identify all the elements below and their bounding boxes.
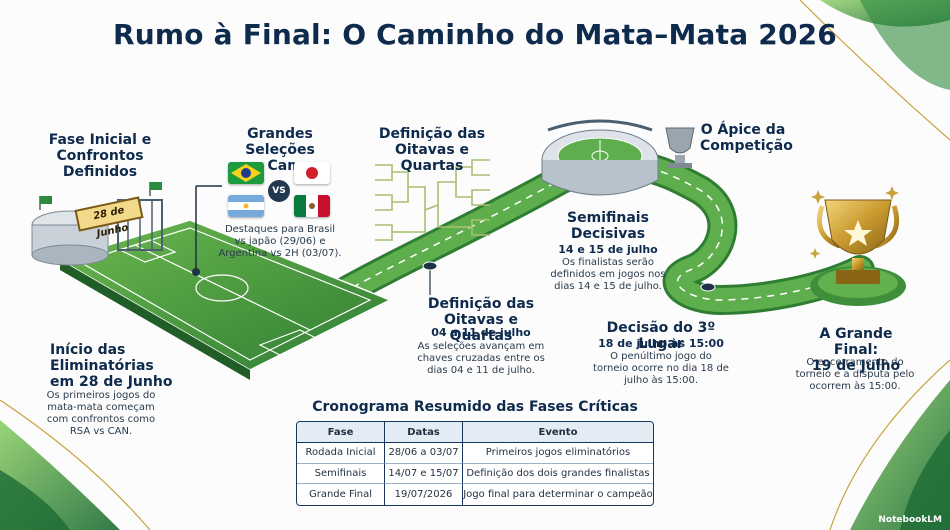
table-cell: Definição dos dois grandes finalistas [463, 464, 653, 484]
mexico-flag-icon [294, 195, 330, 217]
stage-semifinais-desc: Os finalistas serão definidos em jogos n… [550, 257, 666, 292]
stage-grandes-selecoes-desc: Destaques para Brasil vs japão (29/06) e… [218, 224, 342, 259]
stage-semifinais-date: 14 e 15 de julho [558, 243, 658, 256]
stage-inicio-heading: Início das Eliminatórias em 28 de Junho [50, 342, 173, 390]
stage-definicao-desc: As seleções avançam em chaves cruzadas e… [417, 341, 545, 376]
table-cell: 19/07/2026 [385, 484, 463, 505]
stage-fase-inicial-heading: Fase Inicial e Confrontos Definidos [48, 132, 152, 180]
page-title: Rumo à Final: O Caminho do Mata–Mata 202… [113, 18, 837, 51]
stage-final-desc: O encerramento do torneio e a disputa pe… [795, 357, 915, 392]
versus-badge: VS [268, 180, 290, 202]
stage-semifinais-heading: Semifinais Decisivas [567, 210, 649, 242]
table-cell: 28/06 a 03/07 [385, 443, 463, 464]
stage-final-heading: A Grande Final: 19 de Julho [811, 326, 901, 374]
stage-definicao-heading: Definição das Oitavas e Quartas [427, 296, 535, 344]
table-cell: 14/07 e 15/07 [385, 463, 463, 484]
brazil-flag-icon [228, 162, 264, 184]
brand-logo: NotebookLM [878, 515, 942, 525]
table-row: Rodada Inicial 28/06 a 03/07 Primeiros j… [297, 443, 653, 464]
stage-definicao-top-heading: Definição das Oitavas e Quartas [378, 126, 486, 174]
column-header-evento: Evento [463, 422, 653, 443]
japan-flag-icon [294, 162, 330, 184]
table-row: Grande Final 19/07/2026 Jogo final para … [297, 484, 653, 505]
table-cell: Jogo final para determinar o campeão [463, 488, 653, 500]
table-header-row: Fase Datas Evento [297, 422, 653, 443]
top-stadium [541, 119, 659, 196]
final-trophy-icon [809, 186, 906, 306]
marker-terceiro [700, 282, 716, 292]
tournament-bracket [375, 159, 490, 241]
stage-terceiro-heading: Decisão do 3º Lugar [606, 320, 716, 352]
schedule-table: Fase Datas Evento Rodada Inicial 28/06 a… [296, 421, 654, 506]
marker-grandes-selecoes [192, 268, 200, 276]
marker-definicao [422, 261, 438, 271]
stage-apice-heading: O Ápice da Competição [700, 122, 793, 154]
stage-definicao-date: 04 a 11 de julho [431, 326, 531, 339]
table-row: Semifinais 14/07 e 15/07 Definição dos d… [297, 463, 653, 484]
argentina-flag-icon [228, 195, 264, 217]
schedule-title: Cronograma Resumido das Fases Críticas [312, 399, 638, 415]
stage-inicio-desc: Os primeiros jogos do mata-mata começam … [46, 390, 156, 437]
stage-terceiro-date: 18 de julho às 15:00 [598, 337, 724, 350]
column-header-datas: Datas [385, 422, 463, 443]
table-cell: Rodada Inicial [297, 443, 385, 464]
small-trophy-icon [665, 127, 695, 168]
table-cell: Semifinais [297, 463, 385, 484]
column-header-fase: Fase [297, 422, 385, 443]
stage-terceiro-desc: O penúltimo jogo do torneio ocorre no di… [593, 351, 729, 386]
table-cell: Primeiros jogos eliminatórios [463, 443, 653, 464]
table-cell: Grande Final [297, 484, 385, 505]
